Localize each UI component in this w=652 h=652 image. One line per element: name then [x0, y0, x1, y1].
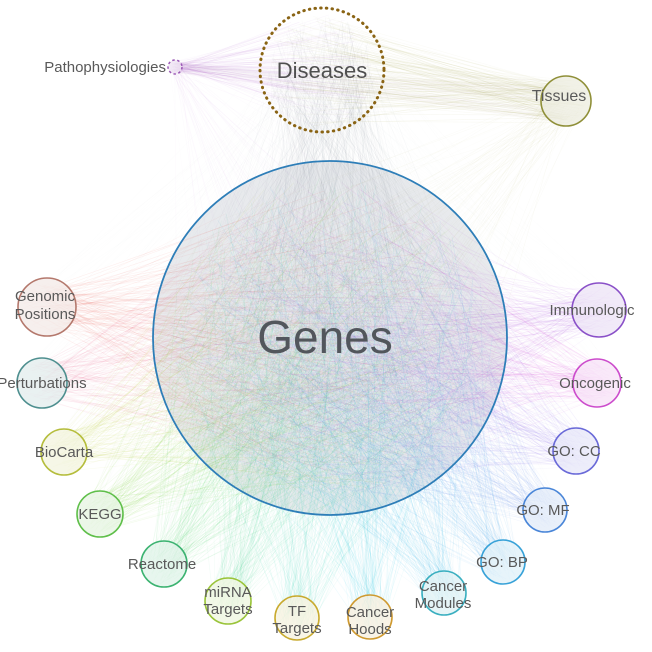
- edges-pathophysiologies-diseases: [169, 14, 371, 126]
- node-cancer_hoods[interactable]: [347, 594, 393, 640]
- label-perturbations: Perturbations: [0, 375, 87, 392]
- edges-kegg-genes: [80, 184, 486, 533]
- node-biocarta[interactable]: [40, 428, 88, 476]
- edges-immunologic-genes: [173, 196, 621, 477]
- edges-cancer_modules-genes: [169, 178, 493, 613]
- edges-go_mf-genes: [173, 189, 564, 529]
- edges-perturbations-genes: [21, 181, 482, 489]
- edges-tf_targets-genes: [175, 183, 482, 636]
- label-go_bp: GO: BP: [476, 554, 528, 571]
- node-immunologic[interactable]: [571, 282, 627, 338]
- label-kegg: KEGG: [78, 506, 121, 523]
- edges-genes-genes: [203, 177, 451, 472]
- node-cancer_modules[interactable]: [421, 570, 467, 616]
- genes-fill: [153, 161, 507, 515]
- node-reactome[interactable]: [140, 540, 188, 588]
- label-oncogenic: Oncogenic: [559, 375, 631, 392]
- label-go_cc: GO: CC: [547, 443, 601, 460]
- edges-pathophysiologies-genes: [171, 61, 432, 495]
- edges-oncogenic-genes: [177, 181, 618, 490]
- label-go_mf: GO: MF: [516, 502, 569, 519]
- edges-pathophysiologies-tissues: [169, 61, 586, 122]
- node-perturbations[interactable]: [16, 357, 68, 409]
- edges-go_cc-genes: [170, 192, 595, 496]
- node-tissues[interactable]: [540, 75, 592, 127]
- edges-diseases-genes: [166, 17, 488, 491]
- node-tf_targets[interactable]: [274, 595, 320, 641]
- node-pathophysiologies[interactable]: [167, 59, 183, 75]
- edges-tissues-diseases: [266, 17, 588, 127]
- edges-reactome-genes: [144, 178, 475, 584]
- node-diseases[interactable]: [258, 6, 386, 134]
- label-reactome: Reactome: [128, 556, 196, 573]
- edges-biocarta-genes: [43, 182, 470, 494]
- label-tissues: Tissues: [532, 88, 587, 105]
- label-pathophysiologies: Pathophysiologies: [44, 59, 166, 76]
- edges-genomic_positions-genes: [22, 190, 485, 497]
- edges-cancer_hoods-genes: [199, 181, 492, 637]
- label-biocarta: BioCarta: [35, 444, 94, 461]
- node-kegg[interactable]: [76, 490, 124, 538]
- node-go_mf[interactable]: [522, 487, 568, 533]
- node-genes[interactable]: [152, 160, 508, 516]
- node-mirna_targets[interactable]: [204, 577, 252, 625]
- node-go_bp[interactable]: [480, 539, 526, 585]
- label-diseases: Diseases: [277, 58, 367, 83]
- node-genomic_positions[interactable]: [17, 277, 77, 337]
- label-genes: Genes: [257, 311, 393, 363]
- node-oncogenic[interactable]: [572, 358, 622, 408]
- label-immunologic: Immunologic: [549, 302, 635, 319]
- node-go_cc[interactable]: [552, 427, 600, 475]
- edges-mirna_targets-genes: [179, 184, 483, 620]
- edge-layer: [21, 14, 621, 637]
- edges-go_bp-genes: [178, 191, 522, 581]
